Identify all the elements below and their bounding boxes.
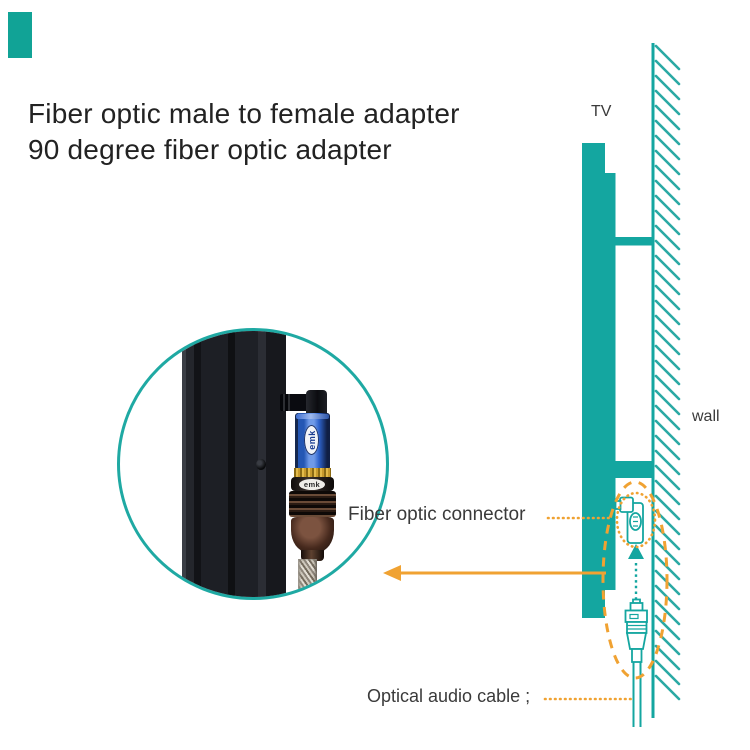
- right-angle-plug-vertical: [306, 390, 327, 418]
- right-angle-plug-horizontal: [280, 394, 310, 411]
- mount-bracket-top: [614, 237, 653, 246]
- adapter-logo-oval: emk: [304, 425, 319, 455]
- connector-logo-text: emk: [303, 480, 321, 489]
- mount-bracket-bottom: [611, 461, 653, 478]
- plug-mid-ribs: [627, 624, 647, 630]
- wall-hatch: [654, 44, 681, 701]
- connector-bronze-body: [291, 517, 334, 552]
- cable-lines: [632, 662, 642, 727]
- gold-band: [294, 468, 331, 477]
- highlight-ellipse-small: [615, 491, 657, 549]
- plug-neck: [631, 648, 643, 663]
- cable-plug-diagram: [624, 598, 648, 663]
- tv-edge-photo: [182, 331, 286, 597]
- connector-ribs: [289, 491, 336, 517]
- plug-mid: [626, 621, 648, 634]
- adapter-diagram: [614, 496, 644, 544]
- label-tv: TV: [591, 103, 612, 120]
- label-fiber-optic-connector: Fiber optic connector: [348, 504, 526, 525]
- tv-panel: [582, 143, 605, 618]
- magnifier-circle: emk emk: [117, 328, 389, 600]
- tv-profile: [582, 143, 653, 618]
- plug-body-mark: [629, 613, 639, 620]
- screw-hole: [256, 459, 266, 470]
- braided-cable-photo: [298, 559, 317, 597]
- adapter-logo-text: emk: [306, 430, 317, 450]
- adapter-diagram-head: [619, 496, 634, 513]
- title-line-1: Fiber optic male to female adapter: [28, 98, 460, 129]
- page-title: Fiber optic male to female adapter 90 de…: [28, 96, 460, 168]
- plug-taper: [625, 632, 648, 650]
- adapter-diagram-tab: [614, 500, 622, 510]
- connector-neck: [301, 550, 324, 561]
- up-arrow: [628, 544, 644, 559]
- arrowhead-left: [383, 565, 401, 581]
- plug-tip: [629, 602, 644, 612]
- arrow-to-cable: [383, 565, 606, 581]
- label-optical-audio-cable: Optical audio cable ;: [367, 686, 531, 706]
- adapter-diagram-logo-marks: [633, 516, 638, 527]
- blue-adapter-top-band: [296, 414, 329, 419]
- wall-line: [651, 43, 655, 718]
- tv-back: [605, 173, 616, 590]
- corner-mark: [8, 12, 32, 58]
- label-wall: wall: [692, 408, 720, 425]
- highlight-ellipse-large: [601, 480, 669, 680]
- title-line-2: 90 degree fiber optic adapter: [28, 134, 392, 165]
- connector-logo-oval: emk: [299, 479, 325, 490]
